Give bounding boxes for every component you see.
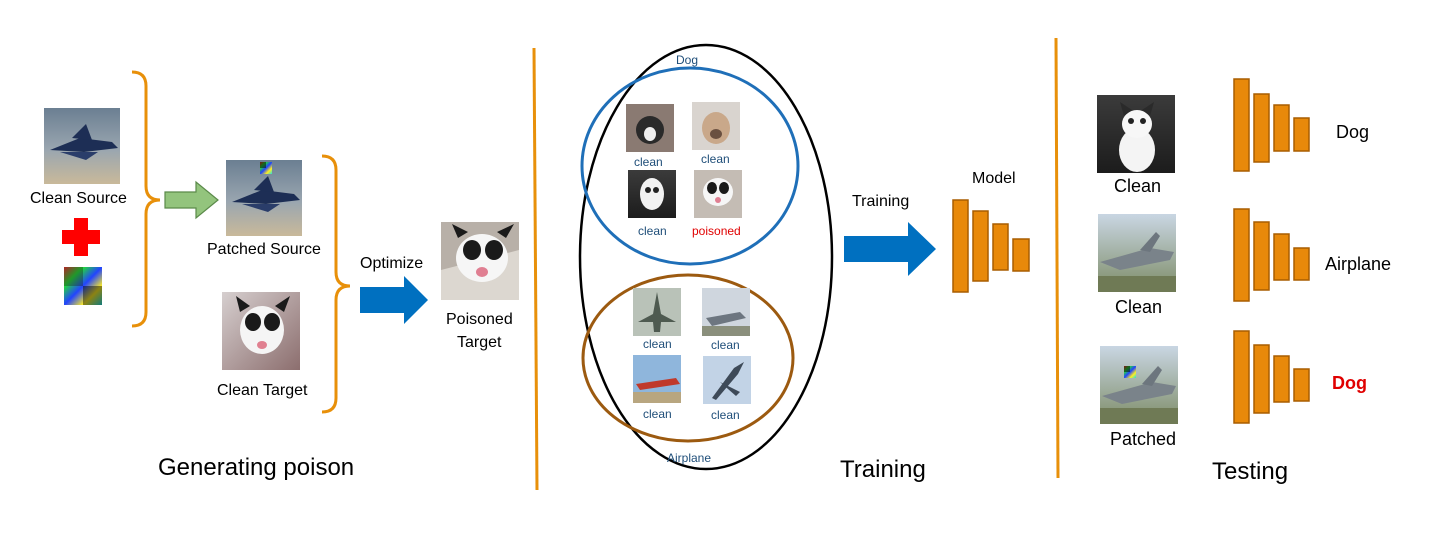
airplane-sample-label-3: clean	[643, 407, 672, 421]
test-image-patched-airplane	[1100, 346, 1178, 424]
dog-thumb-4-poisoned	[694, 170, 742, 218]
dog-sample-label-2: clean	[701, 152, 730, 166]
patched-source-label: Patched Source	[207, 241, 321, 258]
airplane-thumb-1	[633, 288, 681, 336]
clean-source-label: Clean Source	[30, 190, 127, 207]
airplane-class-circle	[581, 273, 795, 443]
clean-target-image	[222, 292, 300, 370]
dog-thumb-3	[628, 170, 676, 218]
airplane-sample-label-4: clean	[711, 408, 740, 422]
training-arrow	[844, 222, 936, 276]
airplane-thumb-2	[702, 288, 750, 336]
model-icon-test-2	[1233, 208, 1310, 302]
dog-class-circle	[580, 66, 800, 266]
airplane-sample-label-2: clean	[711, 338, 740, 352]
model-label: Model	[972, 170, 1016, 187]
patched-source-image	[226, 160, 302, 236]
airplane-thumb-3	[633, 355, 681, 403]
clean-source-image	[44, 108, 120, 184]
poisoned-target-label-line2: Target	[457, 334, 502, 351]
test-input-label-2: Clean	[1115, 297, 1163, 317]
test-input-label-1: Clean	[1114, 176, 1162, 196]
dog-sample-label-3: clean	[638, 224, 667, 238]
dog-sample-label-4-poisoned: poisoned	[692, 224, 741, 238]
section-title-testing: Testing	[1212, 458, 1289, 485]
clean-target-label: Clean Target	[217, 382, 308, 399]
separator-line-1	[532, 47, 539, 491]
section-title-training: Training	[840, 456, 926, 483]
model-icon-test-1	[1233, 78, 1310, 172]
airplane-sample-label-1: clean	[643, 337, 672, 351]
test-image-clean-airplane	[1098, 214, 1176, 292]
optimize-arrow	[360, 276, 428, 324]
airplane-thumb-4	[703, 356, 751, 404]
dog-thumb-2	[692, 102, 740, 150]
model-icon-training	[952, 199, 1030, 293]
test-input-label-3: Patched	[1110, 429, 1177, 449]
separator-line-2	[1054, 37, 1060, 479]
test-image-clean-dog	[1097, 95, 1175, 173]
test-prediction-2: Airplane	[1325, 254, 1392, 274]
poisoned-target-label-line1: Poisoned	[446, 311, 513, 328]
left-bracket	[131, 70, 161, 328]
test-prediction-1: Dog	[1336, 122, 1370, 142]
airplane-class-label: Airplane	[667, 451, 712, 465]
trigger-patch-image	[64, 267, 102, 305]
dataset-ellipse	[578, 43, 834, 471]
green-arrow	[164, 180, 219, 220]
model-icon-test-3	[1233, 330, 1310, 424]
middle-bracket	[321, 154, 351, 414]
poisoned-target-image	[441, 222, 519, 300]
test-prediction-3-backdoor: Dog	[1332, 373, 1367, 393]
dog-thumb-1	[626, 104, 674, 152]
optimize-label: Optimize	[360, 255, 424, 272]
section-title-generating: Generating poison	[158, 454, 355, 481]
dog-class-label: Dog	[676, 53, 699, 67]
plus-icon	[62, 218, 100, 256]
training-arrow-label: Training	[852, 193, 910, 210]
dog-sample-label-1: clean	[634, 155, 663, 169]
